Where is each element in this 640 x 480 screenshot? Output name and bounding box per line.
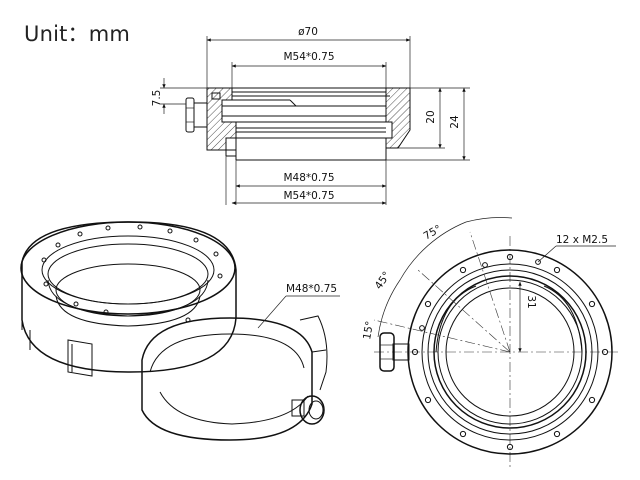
thread-top-label: M54*0.75 (283, 51, 334, 63)
section-right-hatch (385, 87, 411, 149)
height-body-label: 20 (425, 110, 437, 123)
front-outer-circle (407, 249, 613, 455)
iso-knob (291, 395, 325, 425)
angle-75-label: 75° (422, 223, 444, 243)
iso-view: M48*0.75 (20, 221, 340, 441)
angle-45-label: 45° (373, 270, 394, 292)
height-total-label: 24 (449, 115, 461, 129)
iso-leader (257, 295, 287, 329)
holes-label: 12 x M2.5 (556, 234, 608, 246)
knob-section (185, 92, 221, 133)
height-knob-label: 7.5 (151, 90, 163, 107)
section-left-hatch (206, 87, 237, 151)
section-view: ø70 M54*0.75 (151, 26, 470, 205)
angle-arc (377, 221, 467, 338)
iso-ring-top (20, 221, 236, 315)
thread-m54-bottom-label: M54*0.75 (283, 190, 334, 202)
iso-holes (41, 224, 223, 323)
front-holes (411, 253, 609, 451)
iso-thread-label: M48*0.75 (286, 283, 337, 295)
thread-m48-label: M48*0.75 (283, 172, 334, 184)
diameter-label: ø70 (298, 26, 318, 38)
dim-31-label: 31 (525, 295, 537, 308)
unit-label: Unit：mm (24, 22, 131, 46)
front-knob (379, 332, 410, 372)
iso-clamp-ring (141, 317, 313, 441)
front-view: 75° 45° 15° 31 12 x M2.5 (361, 217, 620, 468)
angle-15-label: 15° (361, 320, 376, 340)
